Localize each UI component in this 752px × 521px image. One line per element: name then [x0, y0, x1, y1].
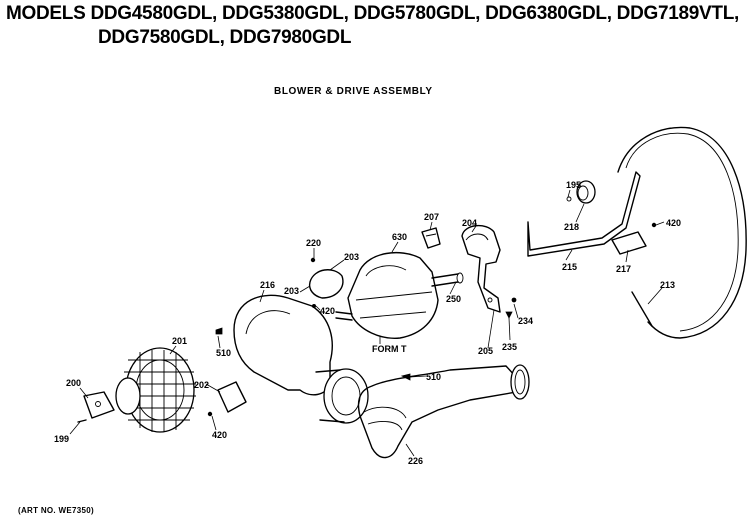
- callout-204: 204: [462, 218, 477, 228]
- callout-217: 217: [616, 264, 631, 274]
- idler-rod-part-215: [527, 171, 641, 257]
- drum-ring-part-213: [617, 126, 747, 339]
- callout-510: 510: [426, 372, 441, 382]
- callout-226: 226: [408, 456, 423, 466]
- washer-part-195: [566, 196, 572, 202]
- bracket-part-204-205: [461, 225, 517, 319]
- callout-205: 205: [478, 346, 493, 356]
- exhaust-duct-part-226: [357, 364, 530, 459]
- models-header: MODELS DDG4580GDL, DDG5380GDL, DDG5780GD…: [6, 2, 746, 50]
- callout-207: 207: [424, 212, 439, 222]
- models-line-1: MODELS DDG4580GDL, DDG5380GDL, DDG5780GD…: [6, 3, 740, 24]
- blower-wheel-part-201: [115, 347, 196, 433]
- callout-420: 420: [666, 218, 681, 228]
- callout-630: 630: [392, 232, 407, 242]
- callout-420: 420: [212, 430, 227, 440]
- callout-200: 200: [66, 378, 81, 388]
- callout-203: 203: [284, 286, 299, 296]
- callout-203: 203: [344, 252, 359, 262]
- callout-216: 216: [260, 280, 275, 290]
- callout-234: 234: [518, 316, 533, 326]
- motor-part-630: [335, 227, 464, 339]
- callout-250: 250: [446, 294, 461, 304]
- blower-housing-part-216: [215, 294, 369, 424]
- callout-202: 202: [194, 380, 209, 390]
- callout-leaders: [69, 189, 665, 457]
- bracket-part-217: [611, 222, 657, 255]
- callout-235: 235: [502, 342, 517, 352]
- motor-mount-part-203: [308, 257, 344, 308]
- callout-201: 201: [172, 336, 187, 346]
- clamp-part-200: [77, 391, 115, 423]
- models-line-2: DDG7580GDL, DDG7980GDL: [98, 27, 352, 48]
- callout-220: 220: [306, 238, 321, 248]
- pulley-part-218: [576, 180, 596, 204]
- art-number: (ART NO. WE7350): [18, 506, 94, 515]
- seal-part-202: [207, 381, 247, 417]
- diagram-title: BLOWER & DRIVE ASSEMBLY: [274, 86, 433, 97]
- callout-195: 195: [566, 180, 581, 190]
- callout-215: 215: [562, 262, 577, 272]
- callout-199: 199: [54, 434, 69, 444]
- callout-218: 218: [564, 222, 579, 232]
- callout-510: 510: [216, 348, 231, 358]
- form-label: FORM T: [372, 344, 407, 354]
- callout-420: 420: [320, 306, 335, 316]
- callout-213: 213: [660, 280, 675, 290]
